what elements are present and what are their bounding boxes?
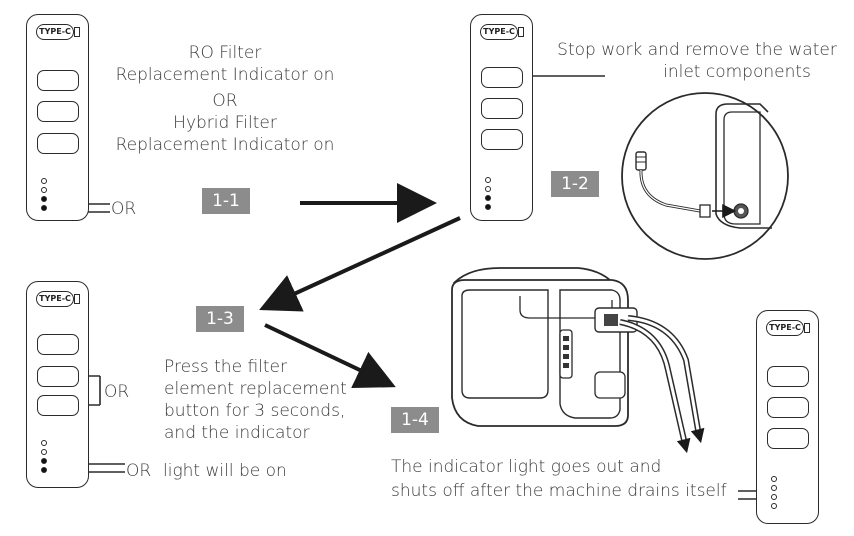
water-machine-drawing [451, 267, 705, 454]
indicator-led-2 [771, 485, 777, 491]
arrow-1-2-to-1-3 [259, 216, 461, 312]
step2-line-2: inlet components [663, 62, 811, 82]
type-c-port-icon [518, 27, 524, 37]
step3-line-4: and the indicator [164, 423, 310, 443]
indicator-led-1 [771, 476, 777, 482]
type-c-port-label: TYPE-C [766, 320, 804, 336]
indicator-led-2 [41, 187, 47, 193]
control-panel-step4: TYPE-C [756, 310, 819, 524]
hybrid-filter-button [37, 366, 79, 387]
step1-line-4: Hybrid Filter [173, 113, 277, 133]
indicator-led-3 [41, 458, 47, 464]
type-c-port-icon [74, 27, 80, 37]
control-panel-step1: TYPE-C [26, 14, 89, 221]
step3-line-5: light will be on [163, 461, 287, 481]
step1-or-label: OR [111, 199, 137, 219]
step-badge-1-2: 1-2 [551, 171, 599, 197]
step2-line-1: Stop work and remove the water [557, 40, 837, 60]
type-c-port-icon [804, 323, 810, 333]
type-c-port-label: TYPE-C [480, 24, 518, 40]
indicator-led-1 [41, 178, 47, 184]
indicator-led-4 [41, 205, 47, 211]
step3-line-1: Press the filter [164, 357, 287, 377]
step-badge-1-4: 1-4 [391, 407, 439, 433]
hybrid-filter-button [37, 101, 79, 122]
control-panel-step3: TYPE-C [26, 281, 89, 488]
step-badge-1-1: 1-1 [202, 188, 250, 214]
step1-line-3: OR [212, 91, 238, 111]
control-panel-step2: TYPE-C [470, 14, 533, 221]
step2-instruction: Stop work and remove the water inlet com… [546, 39, 848, 83]
indicator-led-1 [485, 177, 491, 183]
indicator-led-2 [485, 186, 491, 192]
step1-line-2: Replacement Indicator on [115, 65, 335, 85]
indicator-led-4 [41, 467, 47, 473]
step-badge-1-3: 1-3 [196, 306, 244, 332]
type-c-port-label: TYPE-C [36, 24, 74, 40]
ro-filter-button [481, 67, 523, 88]
ro-filter-button [767, 366, 809, 387]
indicator-led-3 [771, 494, 777, 500]
power-button [481, 129, 523, 150]
indicator-led-3 [41, 196, 47, 202]
step4-line-1: The indicator light goes out and [391, 457, 662, 477]
inlet-detail-circle [621, 92, 789, 260]
step1-instruction: RO Filter Replacement Indicator on OR Hy… [104, 42, 346, 156]
step3-or-buttons-label: OR [104, 382, 130, 402]
hybrid-filter-button [767, 397, 809, 418]
indicator-led-2 [41, 449, 47, 455]
ro-filter-button [37, 334, 79, 355]
arrow-1-3-to-1-4 [264, 323, 396, 389]
indicator-led-3 [485, 195, 491, 201]
step4-line-2: shuts off after the machine drains itsel… [391, 481, 727, 501]
ro-filter-button [37, 70, 79, 91]
step4-instruction: The indicator light goes out and shuts o… [391, 456, 727, 502]
indicator-led-4 [771, 503, 777, 509]
step1-line-5: Replacement Indicator on [115, 135, 335, 155]
indicator-led-1 [41, 440, 47, 446]
step3-instruction: Press the filter element replacement but… [164, 356, 347, 444]
type-c-port-icon [74, 294, 80, 304]
step3-line-2: element replacement [164, 379, 347, 399]
type-c-port-label: TYPE-C [36, 291, 74, 307]
hybrid-filter-button [481, 98, 523, 119]
step3-or-leds-label: OR [126, 461, 152, 481]
indicator-led-4 [485, 204, 491, 210]
power-button [37, 395, 79, 416]
power-button [767, 428, 809, 449]
step1-line-1: RO Filter [188, 43, 262, 63]
step3-line-3: button for 3 seconds, [164, 401, 346, 421]
power-button [37, 133, 79, 154]
